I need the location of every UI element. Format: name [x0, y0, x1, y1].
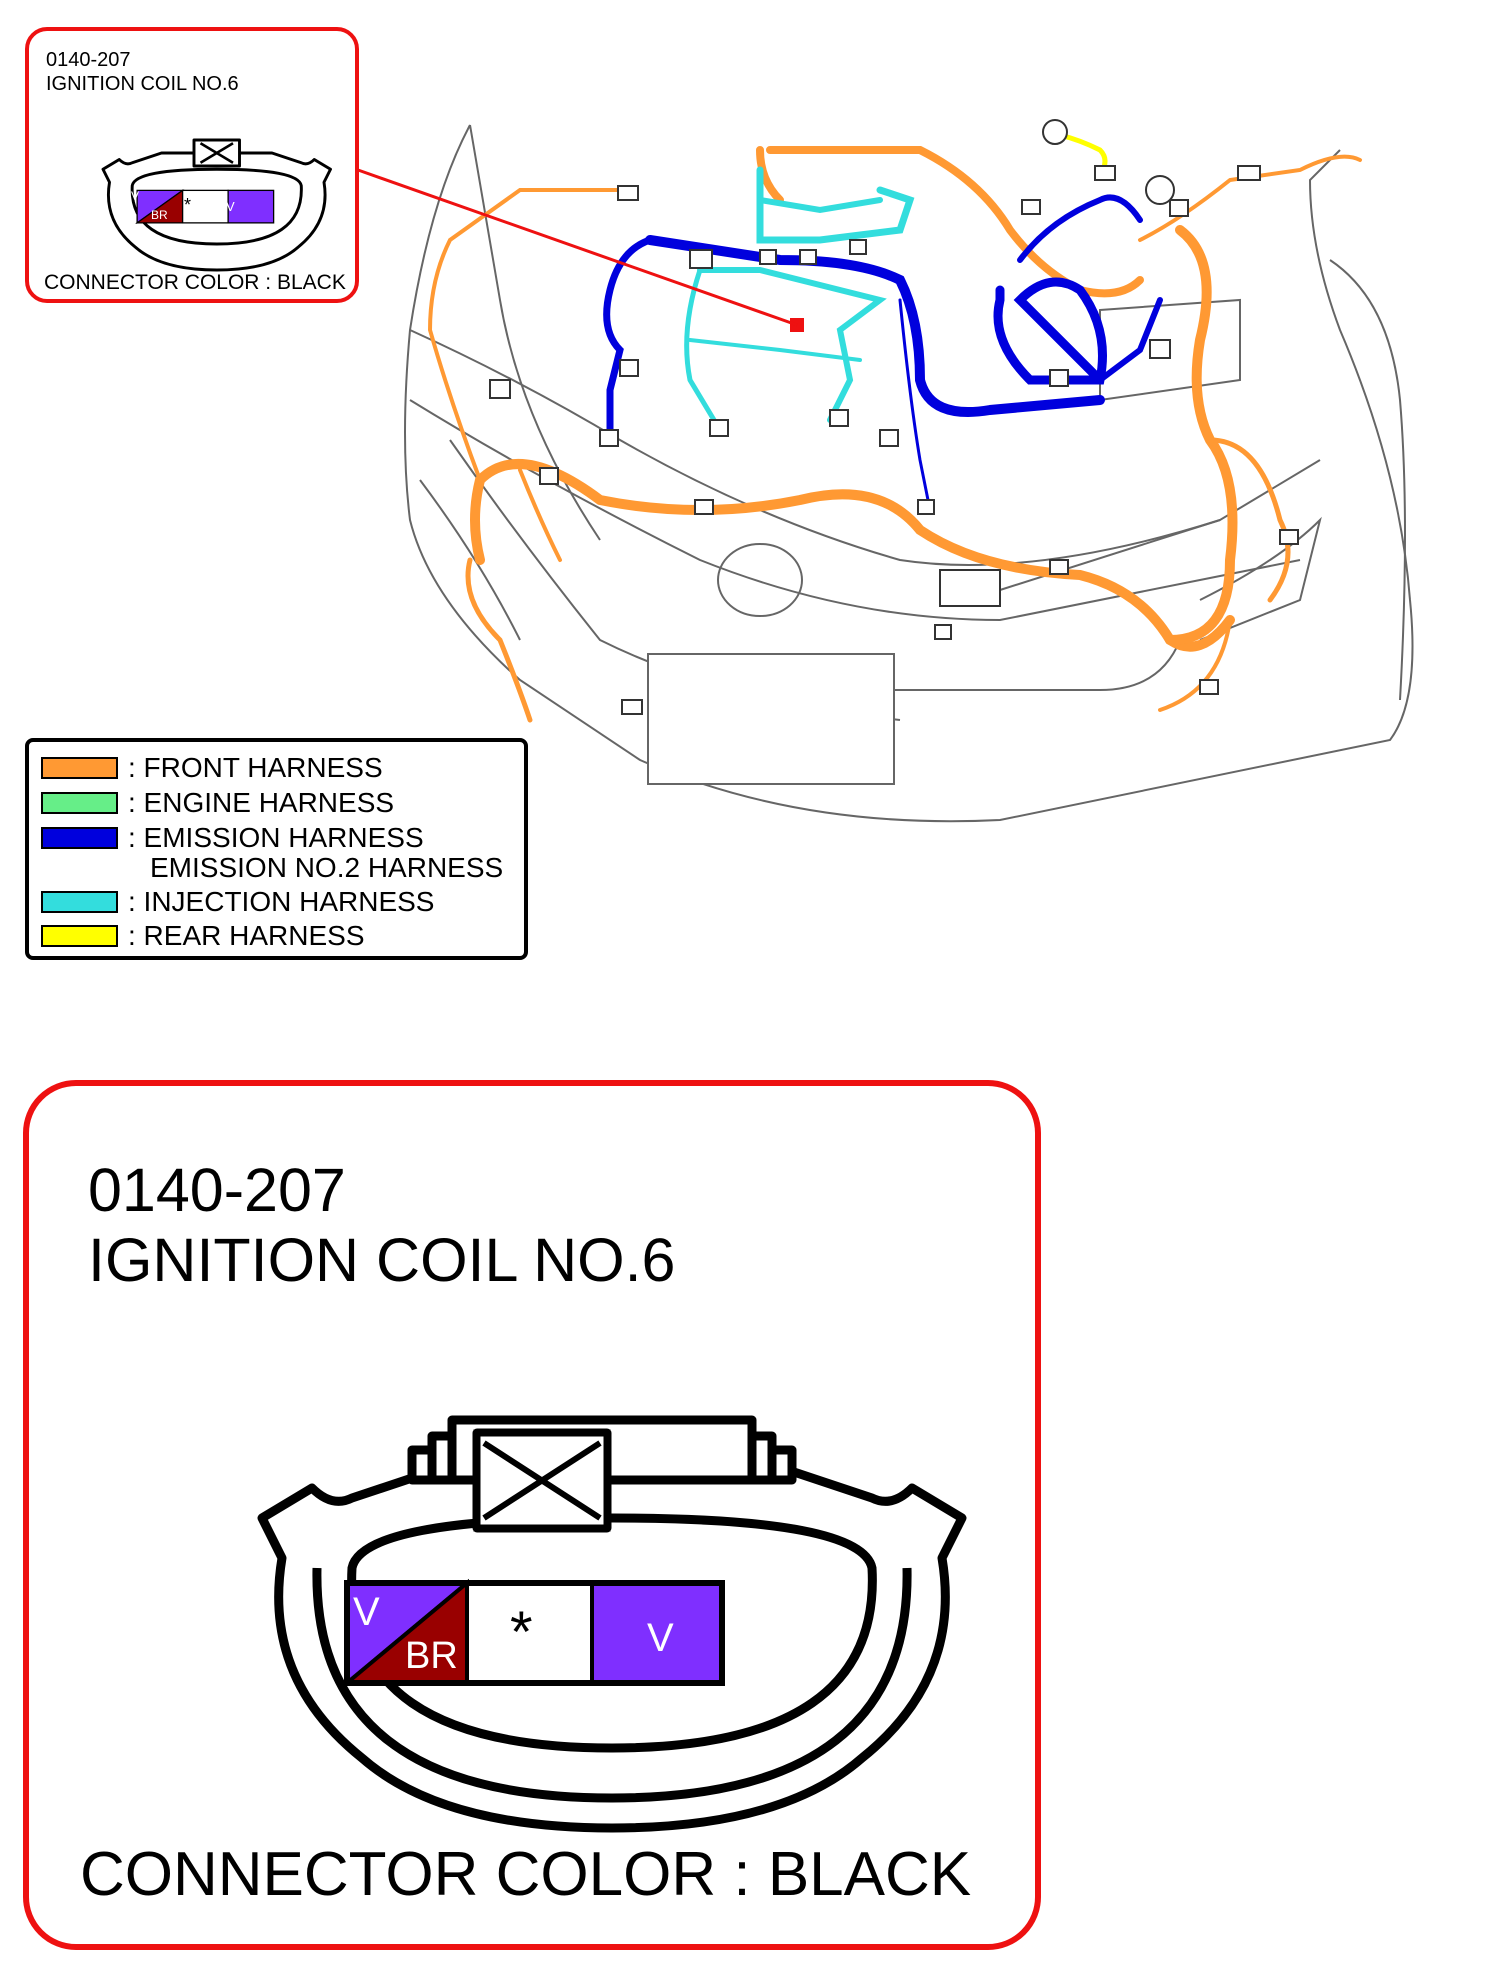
callout-leader-line: [357, 168, 798, 327]
front-harness-wires: [427, 146, 1362, 723]
legend-label: : REAR HARNESS: [128, 920, 365, 951]
legend-swatch: [41, 891, 118, 913]
emission-harness-wires: [603, 194, 1163, 512]
pin3-label: V: [647, 1616, 674, 1660]
pin2-label: *: [510, 1600, 533, 1665]
legend-item-engine: : ENGINE HARNESS: [41, 787, 395, 818]
legend-label: : INJECTION HARNESS: [128, 886, 435, 917]
legend-label: : FRONT HARNESS: [128, 752, 383, 783]
small-pin3-label: V: [226, 199, 235, 214]
small-pin1-top-label: V: [131, 189, 140, 203]
legend-item-front: : FRONT HARNESS: [41, 752, 383, 783]
large-callout-connector-color: CONNECTOR COLOR : BLACK: [80, 1840, 972, 1909]
large-connector-drawing: [257, 1415, 967, 1833]
license-plate: [647, 653, 895, 785]
small-callout-connector-color: CONNECTOR COLOR : BLACK: [44, 271, 346, 294]
legend-item-rear: : REAR HARNESS: [41, 920, 365, 951]
small-connector-drawing: [101, 138, 332, 272]
small-callout-code: 0140-207: [46, 49, 131, 71]
legend-label-secondary: EMISSION NO.2 HARNESS: [150, 852, 504, 883]
small-pin1-bottom-label: BR: [151, 208, 168, 222]
legend-label: : ENGINE HARNESS: [128, 787, 395, 818]
small-pin2-label: *: [184, 195, 192, 215]
large-callout-code: 0140-207: [88, 1156, 346, 1224]
legend-swatch: [41, 925, 118, 947]
legend-swatch: [41, 827, 118, 849]
large-callout-name: IGNITION COIL NO.6: [88, 1226, 676, 1294]
legend-item-emission: : EMISSION HARNESS: [41, 822, 424, 853]
harness-legend: : FRONT HARNESS : ENGINE HARNESS : EMISS…: [25, 738, 528, 960]
pin1-top-label: V: [353, 1590, 380, 1634]
connectors-group: [489, 119, 1299, 715]
legend-label: : EMISSION HARNESS: [128, 822, 424, 853]
small-callout-name: IGNITION COIL NO.6: [46, 73, 239, 95]
legend-swatch: [41, 757, 118, 779]
legend-item-injection: : INJECTION HARNESS: [41, 886, 435, 917]
car-body-outline: [404, 124, 1414, 823]
pin1-bottom-label: BR: [405, 1635, 458, 1677]
legend-swatch: [41, 792, 118, 814]
injection-harness-wires: [684, 166, 915, 433]
